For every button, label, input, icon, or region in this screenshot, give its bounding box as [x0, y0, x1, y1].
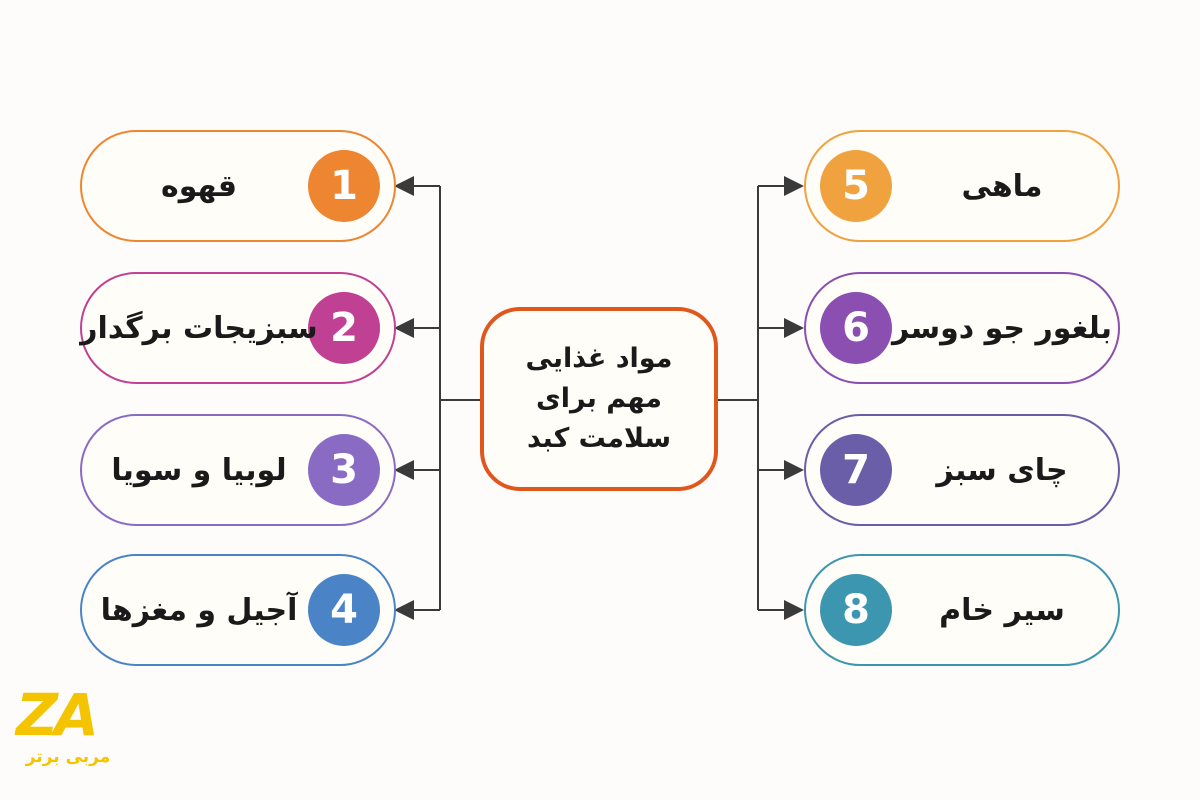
item-7: 7 چای سبز [804, 414, 1120, 526]
center-line-3: سلامت کبد [526, 423, 672, 454]
brand-logo: ZA مربی برتر [16, 684, 120, 784]
logo-mark: ZA [16, 681, 99, 749]
item-8-number: 8 [820, 574, 892, 646]
item-6-label: بلغور جو دوسر [891, 310, 1113, 346]
item-5: 5 ماهی [804, 130, 1120, 242]
item-1-number: 1 [308, 150, 380, 222]
item-4-number: 4 [308, 574, 380, 646]
item-5-label: ماهی [961, 168, 1043, 204]
item-4-label: آجیل و مغزها [100, 592, 298, 628]
item-8: 8 سیر خام [804, 554, 1120, 666]
item-2-label: سبزیجات برگدار [80, 310, 318, 346]
item-2-number: 2 [308, 292, 380, 364]
item-6: 6 بلغور جو دوسر [804, 272, 1120, 384]
logo-text: مربی برتر [25, 747, 111, 767]
center-line-1: مواد غذایی [525, 343, 673, 374]
item-7-label: چای سبز [936, 452, 1068, 488]
item-2: 2 سبزیجات برگدار [80, 272, 396, 384]
item-4: 4 آجیل و مغزها [80, 554, 396, 666]
item-3-number: 3 [308, 434, 380, 506]
center-line-2: مهم برای [535, 383, 663, 414]
item-1-label: قهوه [161, 168, 237, 204]
item-5-number: 5 [820, 150, 892, 222]
item-3: 3 لوبیا و سویا [80, 414, 396, 526]
item-8-label: سیر خام [939, 592, 1065, 628]
item-1: 1 قهوه [80, 130, 396, 242]
center-topic: مواد غذایی مهم برای سلامت کبد [480, 307, 718, 491]
item-3-label: لوبیا و سویا [111, 452, 287, 488]
item-6-number: 6 [820, 292, 892, 364]
item-7-number: 7 [820, 434, 892, 506]
